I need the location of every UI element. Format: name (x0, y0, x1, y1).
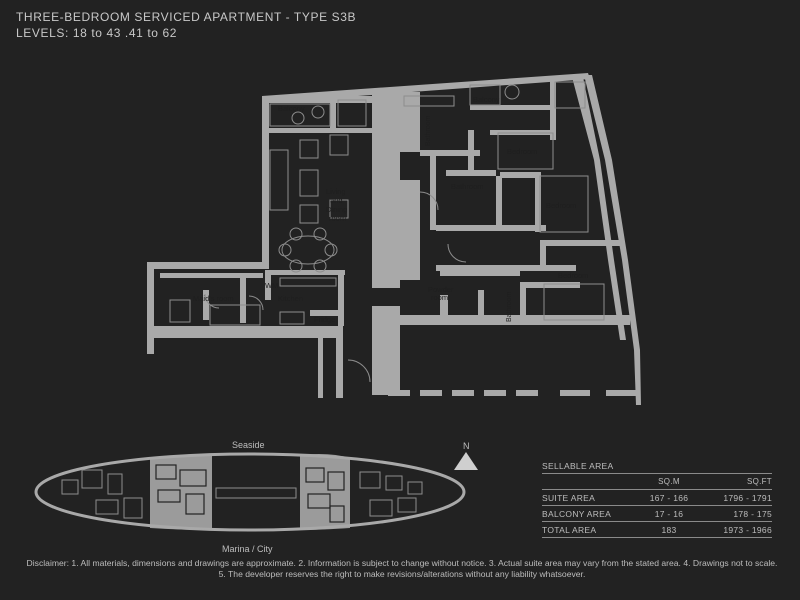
label-living-2: and (330, 196, 343, 205)
header-cell-sqm: SQ.M (658, 477, 680, 486)
header-cell-sqft: SQ.FT (746, 477, 772, 486)
row-sqft: 178 - 175 (733, 509, 772, 519)
row-label: TOTAL AREA (542, 525, 597, 535)
sellable-area-title: SELLABLE AREA (542, 458, 772, 474)
table-row: TOTAL AREA 183 1973 - 1966 (542, 522, 772, 538)
plan-title: THREE-BEDROOM SERVICED APARTMENT - TYPE … (16, 10, 357, 24)
floor-plan-walls (147, 73, 641, 405)
label-balcony-left: Balcony (278, 104, 305, 113)
label-living-1: Living (326, 187, 346, 196)
floor-plan-furniture (169, 81, 605, 383)
key-plan: Seaside Marina / City (34, 440, 466, 554)
north-arrow-icon: N (454, 441, 478, 470)
north-label: N (463, 441, 470, 451)
row-label: SUITE AREA (542, 493, 596, 503)
row-sqm: 167 - 166 (649, 493, 689, 503)
label-kitchen: Kitchen (278, 294, 303, 303)
sellable-area-table: SELLABLE AREA SQ.M SQ.FT SUITE AREA 167 … (542, 458, 772, 538)
key-plan-seaside: Seaside (232, 440, 265, 450)
label-living-3: Dining (326, 205, 347, 214)
sellable-area-header-row: SQ.M SQ.FT (542, 474, 772, 490)
label-bedroom-1: Bedroom (507, 147, 537, 156)
label-bedroom-3: Bedroom (558, 271, 588, 280)
label-bathroom-mid: Bathroom (451, 182, 484, 191)
row-label: BALCONY AREA (542, 509, 612, 519)
label-maids-room: Maid's room (193, 294, 234, 303)
table-row: BALCONY AREA 17 - 16 178 - 175 (542, 506, 772, 522)
label-living-4: room (329, 214, 346, 223)
table-row: SUITE AREA 167 - 166 1796 - 1791 (542, 490, 772, 506)
label-powder-2: room (431, 293, 448, 302)
label-bathroom-top: Bathroom (425, 115, 432, 146)
label-bathroom-bottom: Bathroom (506, 291, 513, 322)
label-powder-1: Powder (428, 285, 454, 294)
label-wm: WM (265, 281, 278, 290)
row-sqft: 1973 - 1966 (723, 525, 772, 535)
plan-levels: LEVELS: 18 to 43 .41 to 62 (16, 26, 178, 40)
row-sqm: 183 (661, 525, 677, 535)
disclaimer-text: Disclaimer: 1. All materials, dimensions… (26, 558, 778, 579)
key-plan-marina-city: Marina / City (222, 544, 273, 554)
header: THREE-BEDROOM SERVICED APARTMENT - TYPE … (16, 9, 356, 41)
label-balcony-right: Balcony (473, 95, 500, 104)
label-fridge: Fridge (314, 315, 335, 324)
label-bedroom-2: Bedroom (546, 201, 576, 210)
row-sqm: 17 - 16 (654, 509, 684, 519)
header-cell-label (542, 474, 634, 489)
row-sqft: 1796 - 1791 (723, 493, 772, 503)
